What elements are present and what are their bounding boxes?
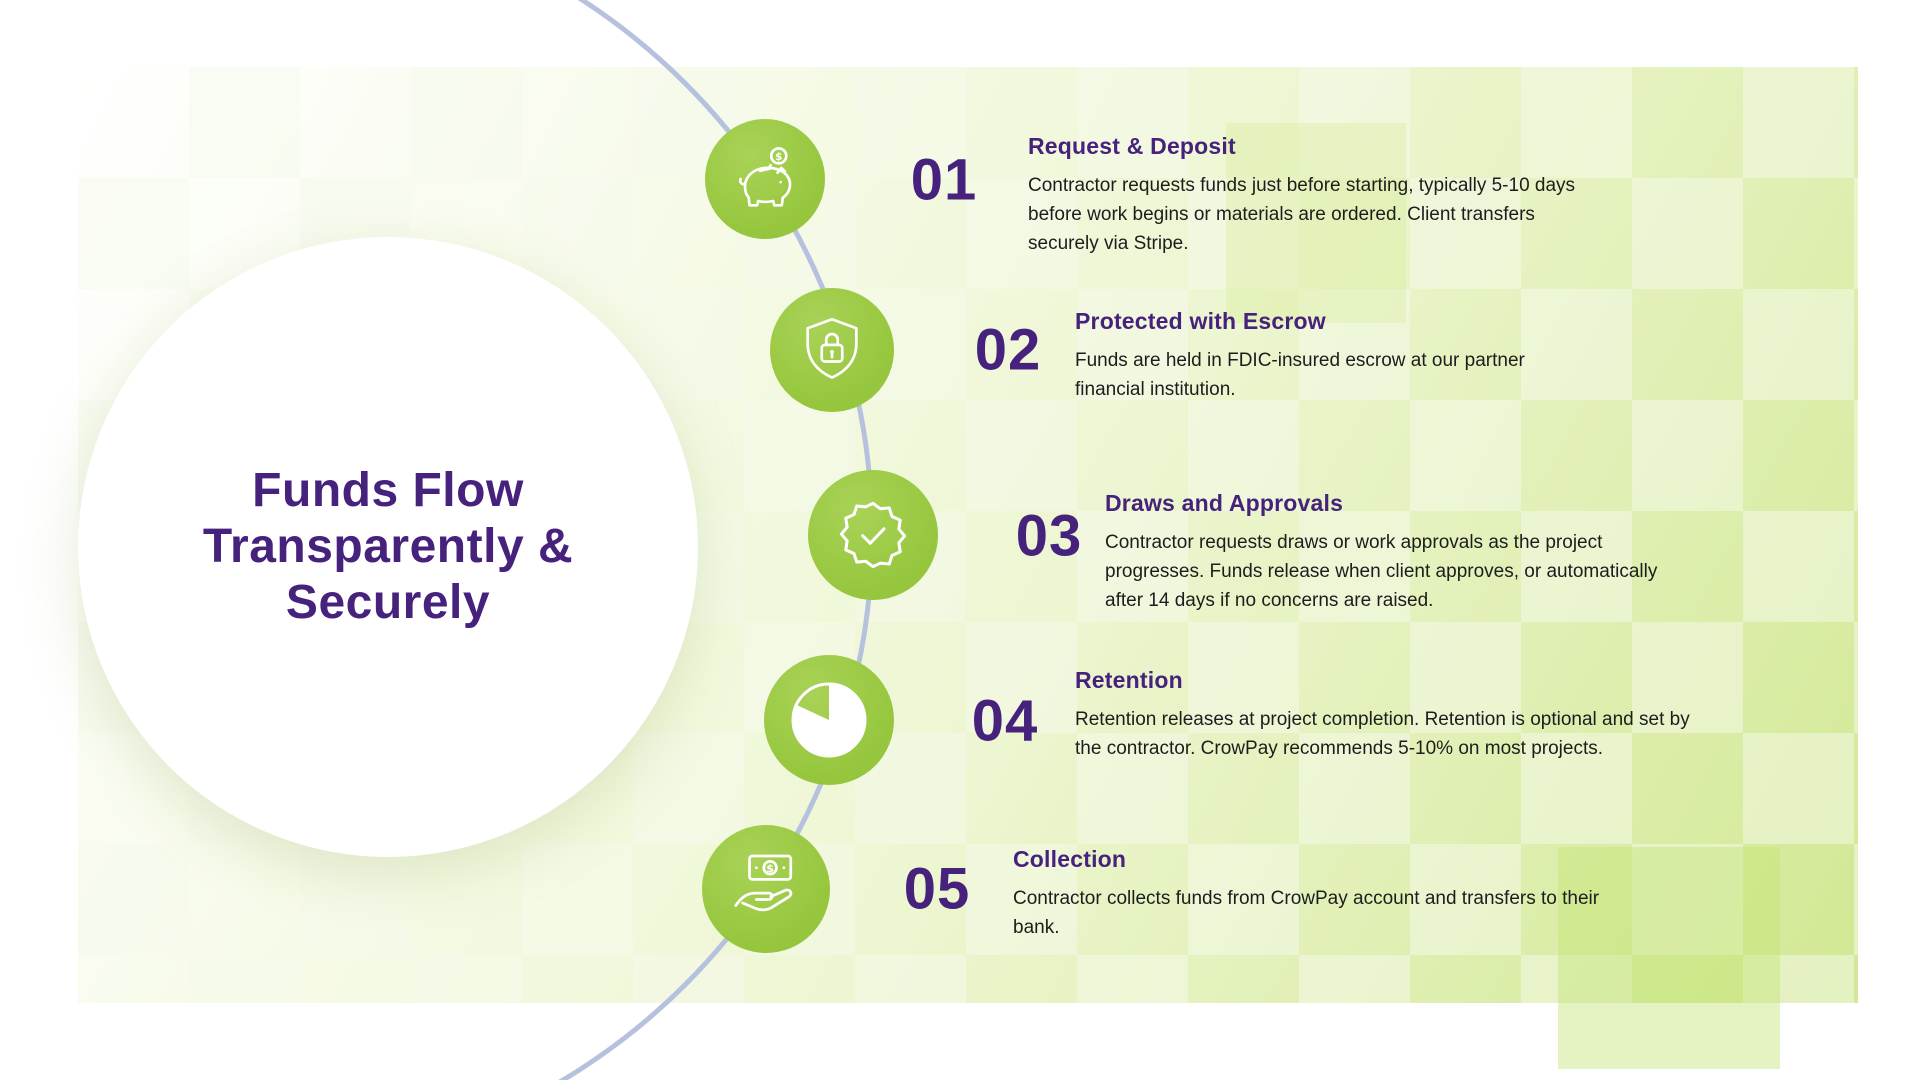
step-circle-1: $	[705, 119, 825, 239]
mosaic-tile	[1226, 123, 1406, 323]
step-number: 02	[974, 317, 1042, 383]
step-circle-3	[808, 470, 938, 600]
step-number: 05	[903, 856, 971, 922]
step-heading: Collection	[1013, 846, 1127, 872]
step-text-2: Protected with Escrow Funds are held in …	[1075, 308, 1590, 404]
badge-check-icon	[839, 501, 907, 569]
step-heading: Request & Deposit	[1028, 133, 1236, 159]
step-heading: Retention	[1075, 667, 1183, 693]
step-circle-2	[770, 288, 894, 412]
step-circle-5: $	[702, 825, 830, 953]
step-text-3: Draws and Approvals Contractor requests …	[1105, 490, 1690, 615]
hand-money-icon: $	[734, 854, 793, 912]
step-circle-4	[764, 655, 894, 785]
page-title: Funds Flow Transparently & Securely	[203, 463, 573, 631]
pie-chart-icon	[791, 682, 867, 758]
step-number: 03	[1015, 503, 1083, 569]
step-heading: Protected with Escrow	[1075, 308, 1326, 334]
step-body: Funds are held in FDIC-insured escrow at…	[1075, 350, 1525, 400]
step-body: Contractor requests funds just before st…	[1028, 175, 1576, 254]
shield-lock-icon	[806, 317, 858, 379]
title-line: Transparently &	[202, 520, 574, 573]
title-line: Funds Flow	[252, 464, 524, 517]
step-text-4: Retention Retention releases at project …	[1075, 667, 1700, 763]
svg-text:$: $	[775, 150, 782, 163]
title-line: Securely	[285, 576, 491, 629]
step-number: 01	[910, 147, 978, 213]
svg-text:$: $	[766, 862, 774, 875]
step-heading: Draws and Approvals	[1105, 490, 1344, 516]
step-text-1: Request & Deposit Contractor requests fu…	[1028, 133, 1588, 258]
step-text-5: Collection Contractor collects funds fro…	[1013, 846, 1623, 942]
step-body: Retention releases at project completion…	[1075, 709, 1690, 759]
piggy-bank-icon: $	[738, 147, 792, 207]
step-body: Contractor collects funds from CrowPay a…	[1013, 888, 1600, 938]
step-body: Contractor requests draws or work approv…	[1105, 532, 1658, 611]
mosaic-tile	[1558, 847, 1780, 1069]
title-circle: Funds Flow Transparently & Securely	[78, 237, 698, 857]
step-number: 04	[971, 688, 1039, 754]
